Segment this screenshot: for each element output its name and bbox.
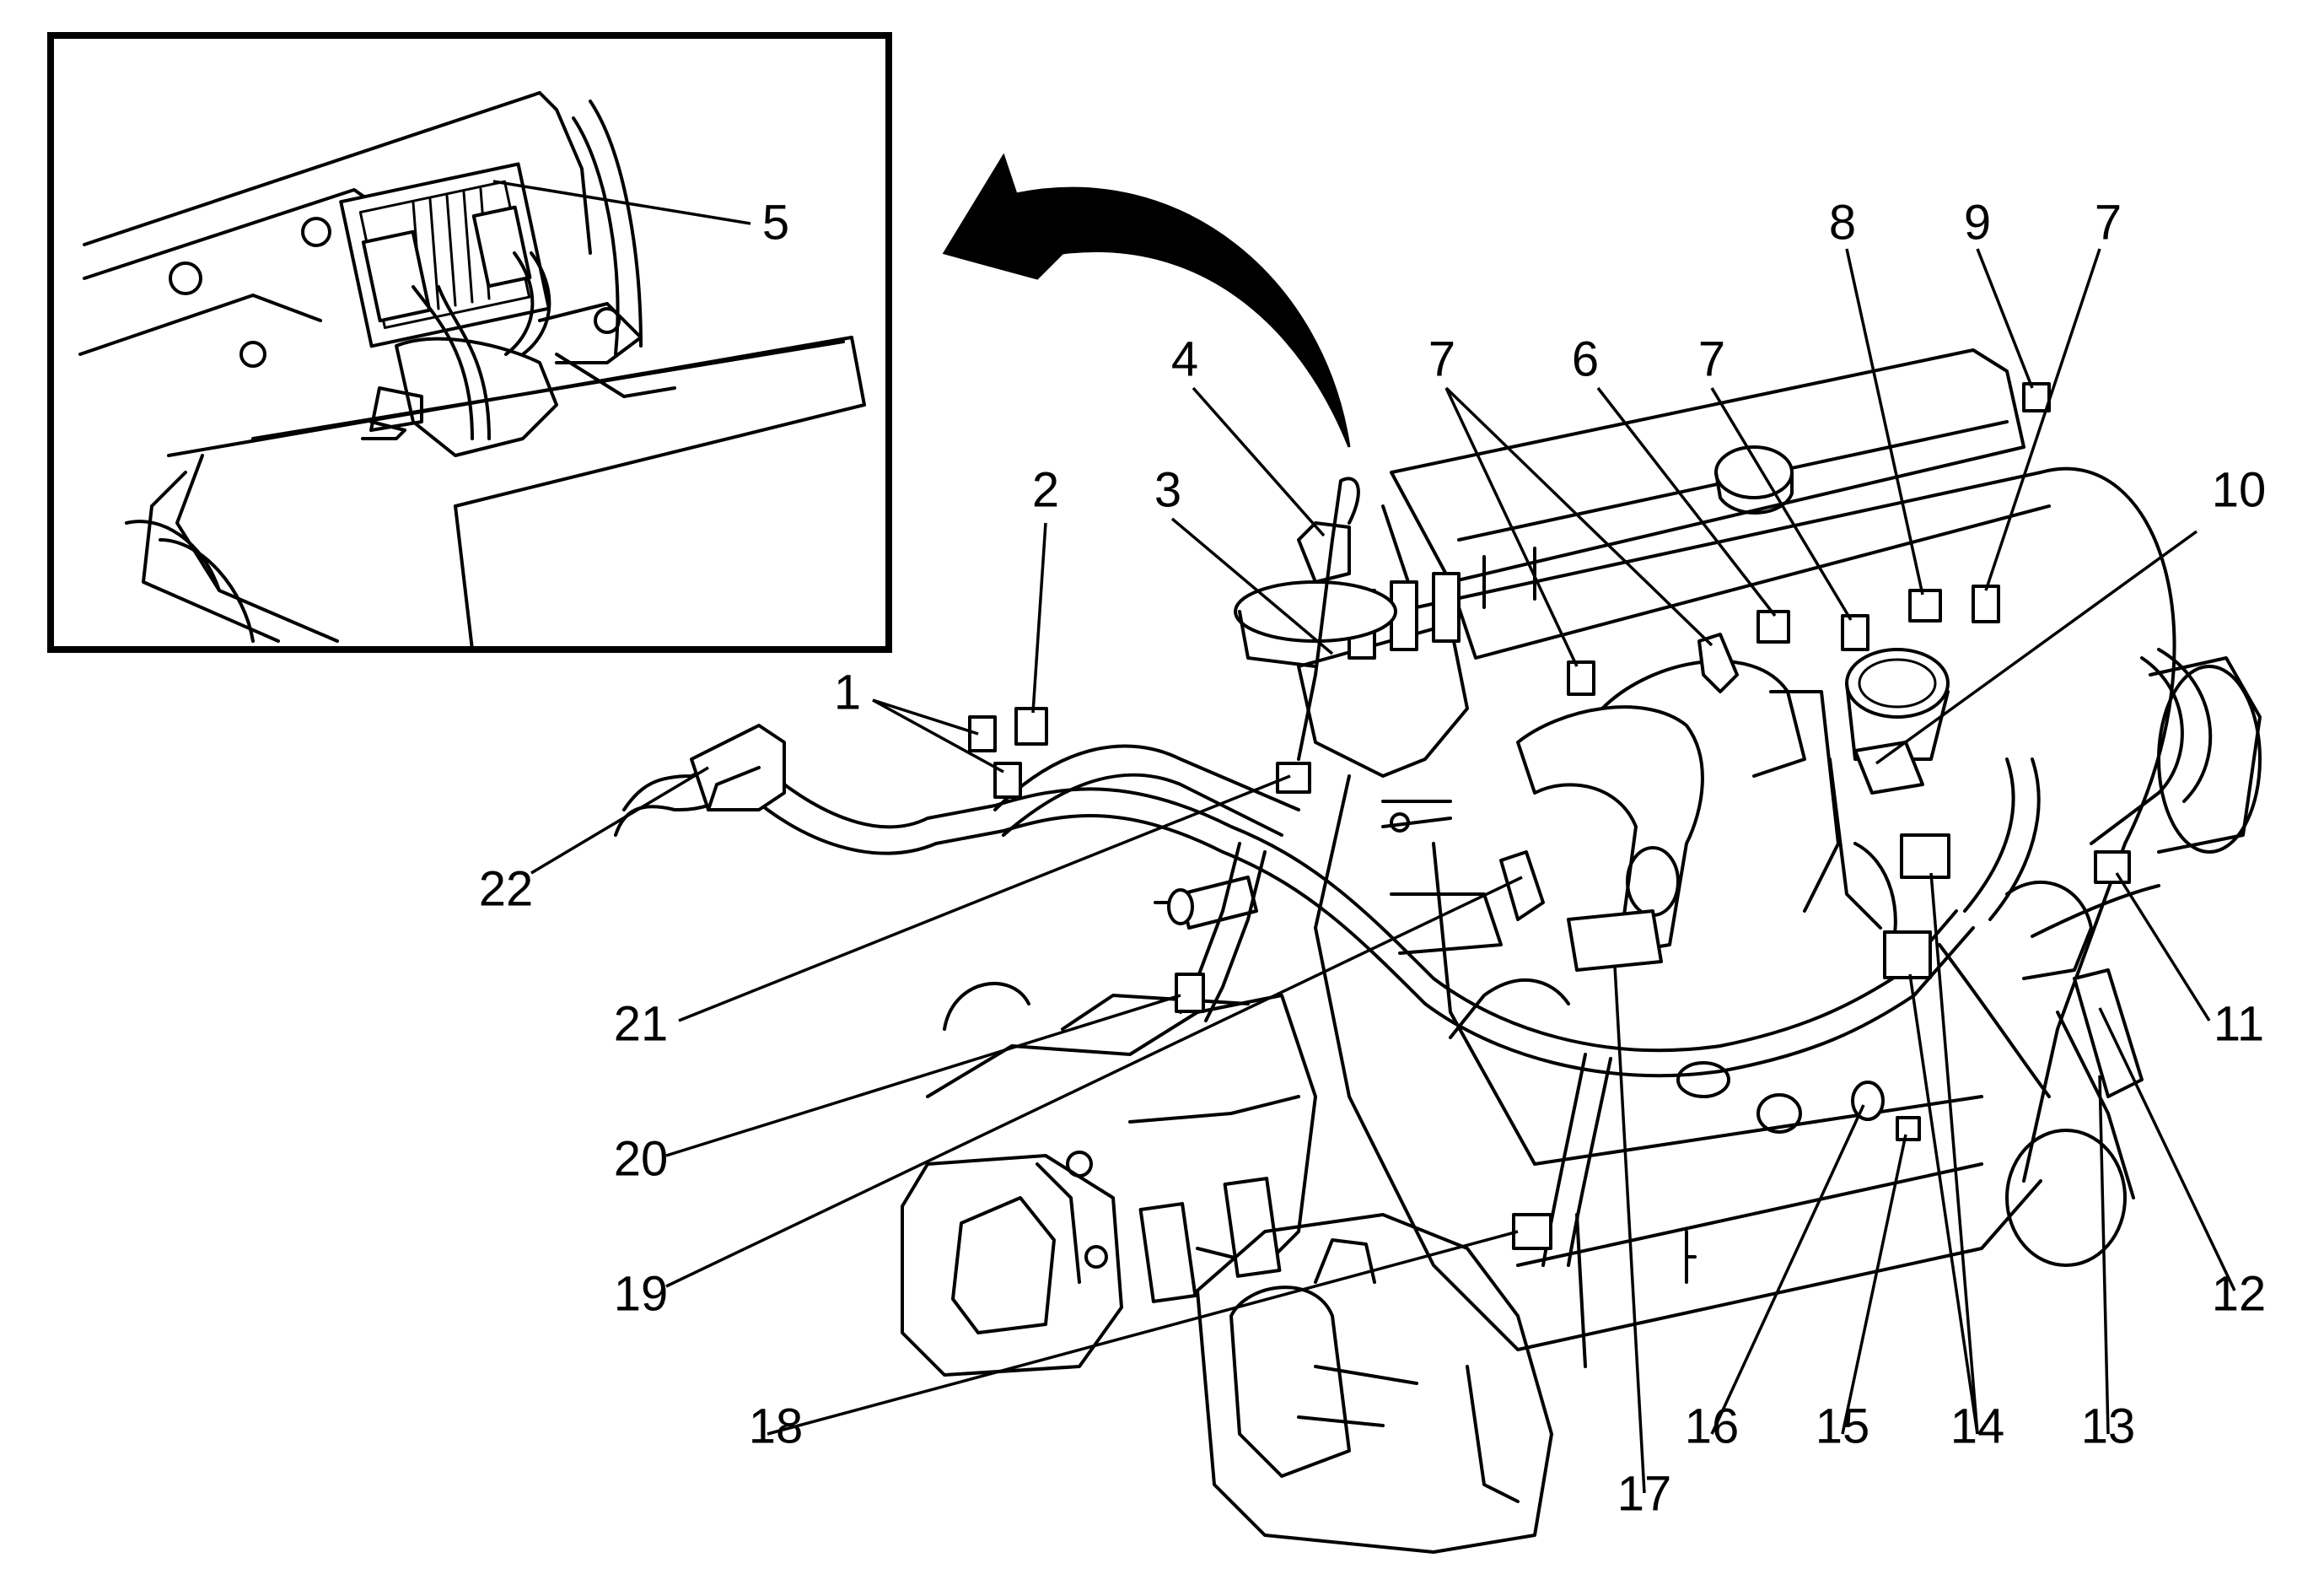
valve-10 (1853, 741, 1924, 795)
callout-14: 14 (1950, 1399, 2005, 1453)
callout-22: 22 (479, 861, 534, 916)
connector-14-upper (1900, 833, 1950, 879)
view-direction-arrow (942, 153, 1351, 448)
engine-front (2005, 466, 2262, 1267)
leader-lines (492, 180, 2236, 1494)
connector-15 (1896, 1116, 1921, 1141)
connector-18 (1512, 1213, 1552, 1250)
callout-15: 15 (1816, 1399, 1870, 1453)
connector-9 (2022, 382, 2051, 412)
connector-7-mid (1841, 614, 1869, 651)
callout-20: 20 (614, 1131, 669, 1186)
callout-8: 8 (1829, 195, 1856, 250)
callout-19: 19 (614, 1266, 669, 1321)
connector-8 (1908, 589, 1942, 623)
callout-6: 6 (1572, 332, 1599, 386)
sensor-16 (1851, 1081, 1885, 1121)
callout-16: 16 (1685, 1399, 1740, 1453)
callout-2: 2 (1032, 462, 1059, 517)
connector-7-right (1972, 585, 2000, 623)
connector-6 (1756, 610, 1790, 644)
sensor-17 (1567, 909, 1663, 972)
sensor-19 (1499, 850, 1545, 921)
callout-labels: 1 2 3 4 5 6 7 7 7 8 9 10 11 12 13 14 15 … (479, 195, 2267, 1521)
callout-1: 1 (834, 665, 861, 720)
engine-assembly (901, 348, 2262, 1554)
inset-bracket-hoses (361, 302, 676, 457)
callout-4: 4 (1171, 332, 1198, 386)
connector-20 (1175, 973, 1205, 1013)
callout-3: 3 (1154, 462, 1181, 517)
callout-7-mid: 7 (1698, 332, 1725, 386)
callout-11: 11 (2214, 996, 2264, 1051)
connector-14-lower (1883, 930, 1932, 979)
connector-11 (2094, 850, 2131, 884)
connectors (968, 382, 2144, 1250)
ignition-coil (1234, 477, 1469, 778)
sensor-12-13 (2073, 968, 2144, 1098)
callout-7-right: 7 (2095, 195, 2122, 250)
callout-7-left: 7 (1428, 332, 1455, 386)
callout-17: 17 (1617, 1466, 1672, 1521)
inset-ecm-module (339, 162, 551, 440)
bracket-7-mid (1697, 633, 1739, 693)
callout-13: 13 (2081, 1399, 2136, 1453)
callout-21: 21 (614, 996, 669, 1051)
connector-2 (1014, 707, 1048, 746)
transmission (901, 982, 1317, 1377)
callout-10: 10 (2212, 462, 2267, 517)
callout-5: 5 (762, 195, 789, 250)
detail-inset (47, 32, 892, 653)
connector-7-left (1567, 660, 1595, 696)
inset-body-panel (78, 91, 866, 651)
engine-block (1314, 774, 2042, 1368)
callout-12: 12 (2212, 1266, 2267, 1321)
callout-9: 9 (1964, 195, 1991, 250)
callout-18: 18 (749, 1399, 804, 1453)
vacuum-port (1154, 876, 1258, 930)
